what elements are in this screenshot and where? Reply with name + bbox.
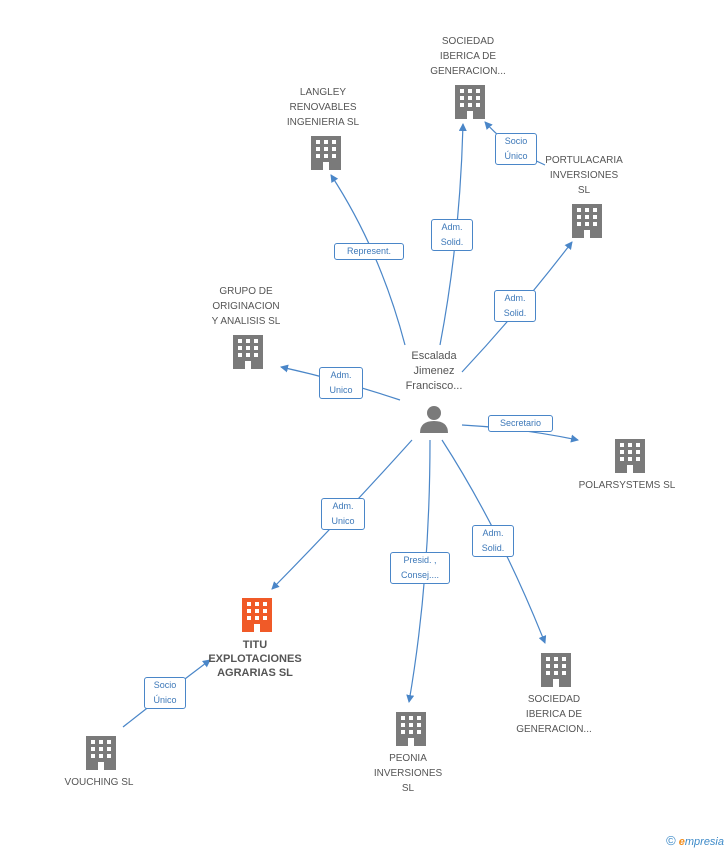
building-icon-sociedad-bottom (541, 653, 571, 687)
node-label-titu[interactable]: TITU EXPLOTACIONES AGRARIAS SL (208, 639, 302, 679)
node-label-peonia[interactable]: PEONIA INVERSIONES SL (373, 753, 443, 794)
person-icon (420, 406, 448, 433)
copyright-symbol: © (666, 833, 676, 848)
edge-label-adm-solid-top: Adm. Solid. (431, 219, 473, 251)
edge-label-secretario: Secretario (488, 415, 553, 432)
node-label-vouching[interactable]: VOUCHING SL (64, 777, 134, 788)
edge-label-represent: Represent. (334, 243, 404, 260)
brand-name: mpresia (684, 836, 724, 848)
edge-label-socio-unico-top: Socio Único (495, 133, 537, 165)
edge-label-presid: Presid. , Consej.... (390, 552, 450, 584)
edge-represent (330, 174, 406, 346)
node-label-portulacaria[interactable]: PORTULACARIA INVERSIONES SL (545, 155, 623, 196)
node-label-grupo[interactable]: GRUPO DE ORIGINACION Y ANALISIS SL (211, 286, 281, 327)
node-label-sociedad-top[interactable]: SOCIEDAD IBERICA DE GENERACION... (430, 36, 506, 77)
building-icon-grupo (233, 335, 263, 369)
node-label-langley[interactable]: LANGLEY RENOVABLES INGENIERIA SL (286, 87, 360, 128)
edge-label-adm-unico-titu: Adm. Unico (321, 498, 365, 530)
edge-label-adm-solid-bottom: Adm. Solid. (472, 525, 514, 557)
brand-footer[interactable]: © empresia (666, 833, 724, 848)
building-icon-peonia (396, 712, 426, 746)
building-icon-sociedad-top (455, 85, 485, 119)
node-label-polarsystems[interactable]: POLARSYSTEMS SL (578, 480, 676, 491)
brand-initial: e (678, 836, 685, 848)
node-label-sociedad-bottom[interactable]: SOCIEDAD IBERICA DE GENERACION... (516, 694, 592, 735)
edge-label-adm-unico-left: Adm. Unico (319, 367, 363, 399)
building-icon-vouching (86, 736, 116, 770)
building-icon-titu (242, 598, 272, 632)
building-icon-portulacaria (572, 204, 602, 238)
building-icon-polarsystems (615, 439, 645, 473)
edge-label-adm-solid-right: Adm. Solid. (494, 290, 536, 322)
person-label[interactable]: Escalada Jimenez Francisco... (405, 350, 463, 392)
edge-label-socio-unico-bottom: Socio Único (144, 677, 186, 709)
building-icon-langley (311, 136, 341, 170)
